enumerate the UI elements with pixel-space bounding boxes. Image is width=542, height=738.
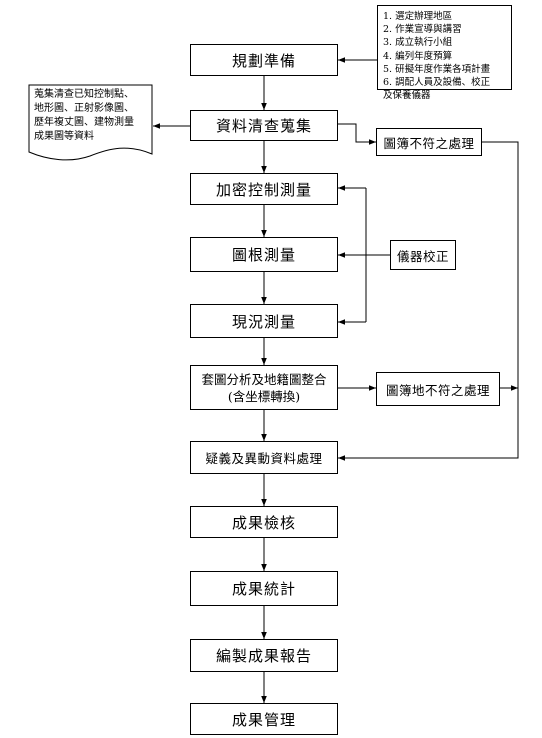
map-land-inconsistency-box: 圖簿地不符之處理 (376, 372, 500, 406)
prep-task-item: 1. 選定辦理地區 (383, 11, 453, 22)
arrow-map-inconsistency-to-s7 (338, 141, 519, 461)
collection-doc-line: 歷年複丈圖、建物測量 (34, 117, 134, 128)
step-planning: 規劃準備 (190, 44, 338, 76)
step-data-collection: 資料清查蒐集 (190, 110, 338, 141)
prep-task-item: 2. 作業宣導與講習 (383, 24, 462, 36)
step-overlay-analysis-line1: 套圖分析及地籍圖整合 (201, 371, 327, 387)
prep-task-item: 及保養儀器 (383, 90, 431, 102)
step-densification-control-survey: 加密控制測量 (190, 173, 338, 205)
collection-doc: 蒐集清查已知控制點、 地形圖、正射影像圖、 歷年複丈圖、建物測量 成果圖等資料 (29, 86, 153, 146)
step-overlay-analysis: 套圖分析及地籍圖整合 (含坐標轉換) (190, 365, 338, 410)
step-result-check: 成果檢核 (190, 506, 338, 538)
instrument-calibration-box: 儀器校正 (390, 240, 456, 270)
arrow-to-map-inconsistency (338, 123, 376, 145)
step-doubt-change-processing: 疑義及異動資料處理 (190, 441, 338, 474)
prep-task-item: 5. 研擬年度作業各項計畫 (383, 63, 491, 75)
prep-task-item: 4. 編列年度預算 (383, 50, 453, 62)
step-compile-report: 編製成果報告 (190, 639, 338, 672)
step-current-status-survey: 現況測量 (190, 304, 338, 338)
collection-doc-shape (28, 84, 153, 161)
collection-doc-line: 蒐集清查已知控制點、 (34, 89, 134, 100)
step-overlay-analysis-line2: (含坐標轉換) (227, 388, 301, 404)
step-traverse-survey: 圖根測量 (190, 237, 338, 272)
collection-doc-line: 地形圖、正射影像圖、 (34, 103, 134, 114)
collection-doc-line: 成果圖等資料 (34, 131, 94, 142)
prep-tasks-list: 1. 選定辦理地區 2. 作業宣導與講習 3. 成立執行小組 4. 編列年度預算… (377, 5, 512, 101)
prep-task-item: 6. 調配人員及設備、校正 (383, 77, 491, 89)
map-inconsistency-box: 圖簿不符之處理 (376, 128, 482, 156)
step-result-management: 成果管理 (190, 703, 338, 735)
step-result-statistics: 成果統計 (190, 571, 338, 606)
prep-task-item: 3. 成立執行小組 (383, 37, 453, 49)
